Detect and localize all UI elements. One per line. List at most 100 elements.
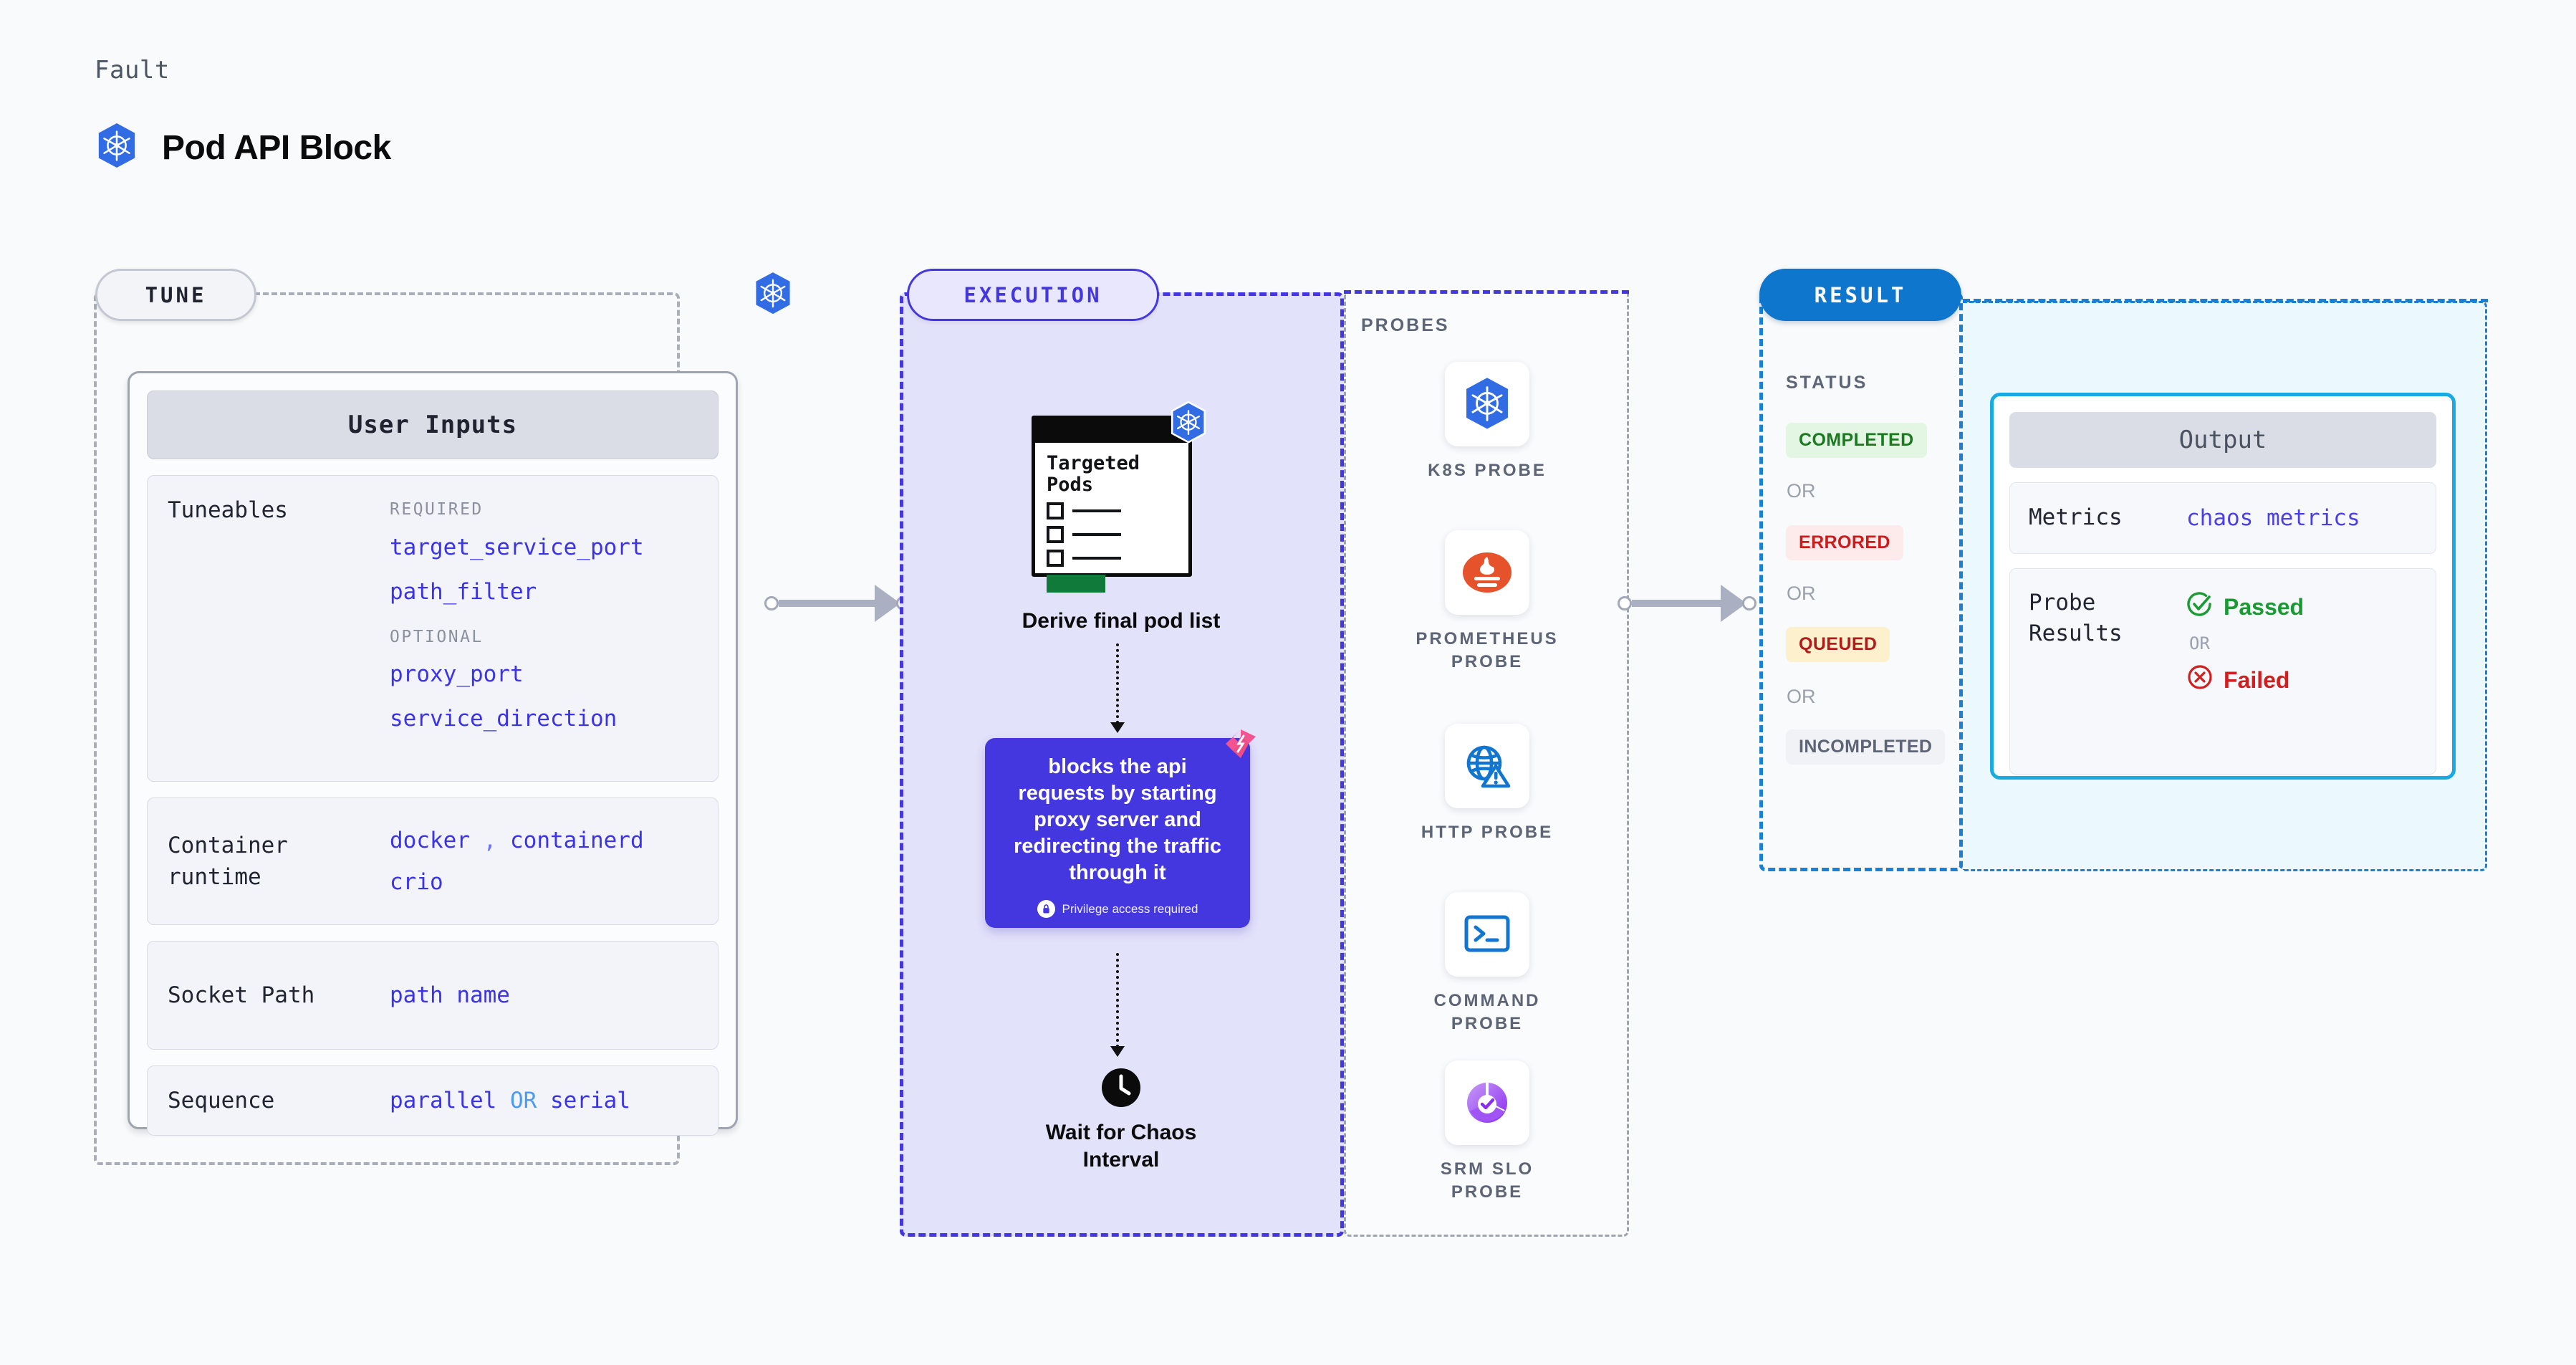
probe-command[interactable]: COMMAND PROBE — [1416, 892, 1559, 1036]
connector-tune-to-execution — [764, 585, 910, 622]
probes-top-divider — [1344, 290, 1629, 294]
fault-kicker: Fault — [95, 56, 170, 85]
page-title: Pod API Block — [162, 129, 391, 167]
flow-connector — [1116, 953, 1119, 1048]
placeholder-line — [1072, 509, 1121, 513]
probe-label: K8S PROBE — [1428, 461, 1547, 480]
kubernetes-icon — [1168, 401, 1208, 449]
x-circle-icon — [2186, 664, 2214, 696]
probe-label: SRM SLO PROBE — [1440, 1159, 1534, 1202]
tune-row-tuneables: Tuneables REQUIRED target_service_port p… — [147, 475, 719, 782]
tune-pill[interactable]: TUNE — [95, 269, 256, 321]
status-badge-errored: ERRORED — [1786, 525, 1903, 560]
card-titlebar — [1035, 419, 1188, 443]
probe-result-passed: Passed — [2186, 590, 2417, 623]
placeholder-line — [1072, 557, 1121, 560]
tune-row-label: Sequence — [168, 1088, 275, 1113]
tuneable-proxy-port[interactable]: proxy_port — [390, 661, 524, 688]
privilege-note: Privilege access required — [1037, 900, 1198, 918]
socket-path-value[interactable]: path name — [390, 982, 510, 1008]
status-badge-incompleted: INCOMPLETED — [1786, 729, 1946, 765]
probe-k8s[interactable]: K8S PROBE — [1416, 362, 1559, 482]
connector-dot — [1742, 596, 1756, 610]
tune-row-socket-path: Socket Path path name — [147, 941, 719, 1050]
targeted-pods-card: Targeted Pods — [1032, 401, 1206, 593]
connector-bar — [1632, 600, 1722, 607]
kubernetes-icon — [95, 122, 139, 174]
runtime-docker[interactable]: docker — [390, 827, 470, 853]
pods-title-line1: Targeted — [1047, 452, 1140, 474]
wait-label-line2: Interval — [1082, 1147, 1160, 1172]
status-label: STATUS — [1786, 373, 1868, 393]
status-or-1: OR — [1787, 480, 1816, 502]
clock-icon — [1101, 1068, 1141, 1108]
status-or-2: OR — [1787, 583, 1816, 604]
tune-row-label: Socket Path — [168, 982, 315, 1008]
checkbox-icon — [1047, 502, 1064, 520]
metrics-label: Metrics — [2029, 504, 2123, 531]
prometheus-icon — [1445, 530, 1529, 615]
pod-list-item — [1047, 526, 1177, 544]
runtime-crio[interactable]: crio — [390, 869, 443, 895]
tune-row-container-runtime: Container runtime docker , containerd cr… — [147, 798, 719, 925]
connector-bar — [779, 600, 876, 607]
probe-results-label: Probe Results — [2029, 590, 2123, 647]
derive-final-pod-list-label: Derive final pod list — [1022, 609, 1221, 633]
probes-title: PROBES — [1361, 315, 1450, 335]
terminal-icon — [1445, 892, 1529, 977]
probe-label: COMMAND PROBE — [1433, 991, 1541, 1034]
tuneable-service-direction[interactable]: service_direction — [390, 706, 617, 732]
fault-description-card: blocks the api requests by starting prox… — [985, 729, 1256, 928]
execution-pill[interactable]: EXECUTION — [907, 269, 1159, 321]
runtime-containerd[interactable]: containerd — [510, 827, 644, 853]
output-card: Output Metrics chaos metrics Probe Resul… — [1990, 393, 2456, 780]
output-title: Output — [2009, 412, 2436, 468]
pod-list-item — [1047, 550, 1177, 567]
result-top-divider — [1963, 299, 2488, 302]
probe-result-or: OR — [2189, 633, 2210, 653]
flow-connector — [1116, 643, 1119, 724]
sequence-serial[interactable]: serial — [549, 1087, 630, 1113]
sequence-parallel[interactable]: parallel — [390, 1087, 497, 1113]
srm-slo-icon — [1445, 1060, 1529, 1145]
probe-srm-slo[interactable]: SRM SLO PROBE — [1416, 1060, 1559, 1204]
user-inputs-card: User Inputs Tuneables REQUIRED target_se… — [128, 371, 738, 1136]
sequence-separator: OR — [509, 1087, 537, 1113]
check-circle-icon — [2186, 590, 2214, 623]
checkbox-icon — [1047, 550, 1064, 567]
user-inputs-title: User Inputs — [147, 391, 719, 459]
tune-row-label: Tuneables — [168, 497, 288, 523]
connector-dot — [1618, 596, 1632, 610]
probe-http[interactable]: HTTP PROBE — [1416, 724, 1559, 844]
tune-row-sequence: Sequence parallel OR serial — [147, 1065, 719, 1136]
output-row-probe-results: Probe Results Passed OR — [2009, 568, 2436, 775]
harness-icon — [1224, 728, 1257, 763]
status-or-3: OR — [1787, 686, 1816, 707]
confirm-bar — [1047, 575, 1105, 593]
privilege-note-text: Privilege access required — [1062, 901, 1198, 916]
globe-warning-icon — [1445, 724, 1529, 808]
kubernetes-icon — [1445, 362, 1529, 446]
passed-label: Passed — [2224, 593, 2305, 620]
status-badge-queued: QUEUED — [1786, 627, 1890, 662]
fault-description-text: blocks the api requests by starting prox… — [1013, 755, 1222, 885]
metrics-value[interactable]: chaos metrics — [2186, 505, 2360, 531]
pod-list-item — [1047, 502, 1177, 520]
result-pill[interactable]: RESULT — [1759, 269, 1961, 321]
wait-label-line1: Wait for Chaos — [1045, 1121, 1197, 1144]
runtime-separator: , — [483, 827, 497, 853]
lock-icon — [1037, 900, 1055, 918]
tuneable-target-service-port[interactable]: target_service_port — [390, 534, 644, 560]
wait-node: Wait for Chaos Interval — [924, 1068, 1318, 1174]
status-badge-completed: COMPLETED — [1786, 423, 1927, 458]
tuneable-path-filter[interactable]: path_filter — [390, 578, 537, 605]
tune-row-label: Container runtime — [168, 832, 288, 890]
flow-arrowhead — [1110, 722, 1125, 733]
probe-result-failed: Failed — [2186, 664, 2417, 696]
pods-title-line2: Pods — [1047, 474, 1094, 497]
page-title-row: Pod API Block — [95, 122, 391, 174]
connector-execution-to-result — [1618, 585, 1756, 622]
optional-label: OPTIONAL — [390, 627, 484, 646]
probe-prometheus[interactable]: PROMETHEUS PROBE — [1416, 530, 1559, 674]
probe-label: HTTP PROBE — [1421, 823, 1554, 842]
